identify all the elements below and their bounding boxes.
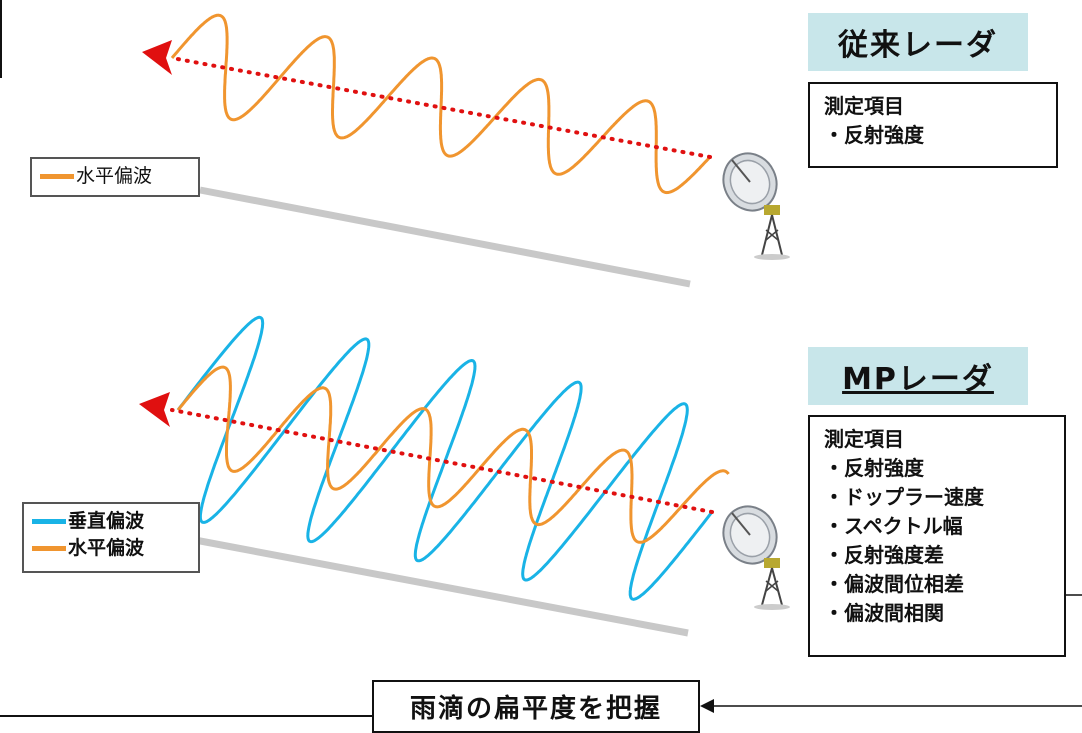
legend-swatch-vertical xyxy=(32,519,66,524)
measurement-item: ドップラー速度 xyxy=(824,483,1050,512)
ground-line-top xyxy=(199,186,691,288)
mp-radar-title-text: MPレーダ xyxy=(842,362,994,397)
bottom-rule xyxy=(0,715,372,717)
conventional-radar-title: 従来レーダ xyxy=(808,13,1028,71)
mp-radar-title: MPレーダ xyxy=(808,347,1028,405)
legend-entry-horizontal: 水平偏波 xyxy=(40,163,190,190)
conventional-radar-title-text: 従来レーダ xyxy=(838,28,998,63)
horizontal-wave-bottom xyxy=(176,365,730,544)
measurement-item: 反射強度差 xyxy=(824,541,1050,570)
legend-bottom: 垂直偏波 水平偏波 xyxy=(22,502,200,573)
legend-label: 水平偏波 xyxy=(76,165,153,187)
radar-antenna-icon xyxy=(722,505,790,610)
legend-swatch-horizontal xyxy=(40,174,74,179)
measurement-heading: 測定項目 xyxy=(824,94,904,118)
arrow-head-top xyxy=(142,40,172,75)
conventional-measurement-box: 測定項目 反射強度 xyxy=(808,82,1058,168)
measurement-heading: 測定項目 xyxy=(824,427,904,451)
legend-entry-horizontal: 水平偏波 xyxy=(32,535,190,562)
arrow-head-bottom xyxy=(139,392,170,427)
measurement-item: 偏波間位相差 xyxy=(824,570,1050,599)
radar-antenna-icon xyxy=(722,152,790,260)
conclusion-text: 雨滴の扁平度を把握 xyxy=(409,694,662,724)
legend-entry-vertical: 垂直偏波 xyxy=(32,508,190,535)
measurement-item: 偏波間相関 xyxy=(824,599,1050,628)
legend-label: 垂直偏波 xyxy=(68,510,145,532)
frame-edge-line xyxy=(0,0,2,78)
legend-swatch-horizontal xyxy=(32,546,66,551)
conclusion-box: 雨滴の扁平度を把握 xyxy=(372,680,700,733)
mp-measurement-box: 測定項目 反射強度 ドップラー速度 スペクトル幅 反射強度差 偏波間位相差 偏波… xyxy=(808,415,1066,657)
connector-arrow-head xyxy=(700,699,714,713)
beam-line-bottom xyxy=(170,408,714,514)
measurement-item: スペクトル幅 xyxy=(824,512,1050,541)
measurement-item: 反射強度 xyxy=(824,454,1050,483)
beam-line-top xyxy=(170,56,712,159)
measurement-item: 反射強度 xyxy=(824,121,1042,150)
ground-line-bottom xyxy=(194,536,689,637)
horizontal-wave-top xyxy=(170,13,712,195)
legend-top: 水平偏波 xyxy=(30,157,200,197)
legend-label: 水平偏波 xyxy=(68,537,145,559)
